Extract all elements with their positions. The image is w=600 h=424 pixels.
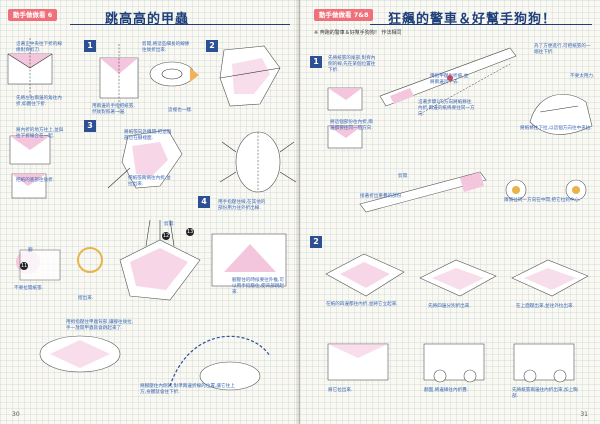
note-12: 用拇指壓住甲蟲背部,讓腳往後拉,手一放開甲蟲就會跳起來了. <box>66 320 134 331</box>
box-fold-diagram-b <box>419 259 497 297</box>
right-step-2: 2 <box>310 236 322 248</box>
note-4: 將內折的地方往上,並與往下折線合在一起. <box>16 128 64 139</box>
step-arrow-1 <box>190 68 199 82</box>
note-9: 把紙張兩側往內折,並拉出來. <box>128 176 171 187</box>
left-step-4: 4 <box>198 196 210 208</box>
note-7: 腳 <box>28 248 33 253</box>
note-6: 用兩邊的手指把紙張,然後對照著一邊. <box>92 104 135 115</box>
note-r11: 在紙的四邊都往內折,並將它立起來. <box>326 302 398 307</box>
finished-car-diagrams <box>327 343 575 383</box>
left-diagram-a <box>7 38 53 98</box>
note-r13: 在上面壓出來,並往外拉出來. <box>516 304 575 309</box>
note-r6: 用指甲壓出折痕,並將兩邊凹下去. <box>430 74 469 85</box>
paper-strip-diagram <box>379 47 517 115</box>
hand-fold-illustration <box>529 94 593 135</box>
left-step-2: 2 <box>206 40 218 52</box>
ring-diagram <box>77 247 103 273</box>
police-car-fold-a <box>327 87 363 149</box>
box-fold-diagram-a <box>325 253 405 297</box>
note-10: 這裡也一樣. <box>168 108 193 113</box>
note-15: 摺出來. <box>78 296 94 301</box>
right-page-number: 31 <box>580 411 588 418</box>
left-step-1: 1 <box>84 40 96 52</box>
circled-11: 11 <box>20 262 28 270</box>
circled-12: 12 <box>162 232 170 240</box>
note-r8: 將紙條往下拉,以這個方向往中央拉. <box>520 126 592 131</box>
note-17: 腳壓住的時候要往外推,可以用手指壓住,使背部跳起來. <box>232 278 284 295</box>
left-section-tag: 動手做做看 6 <box>8 9 58 21</box>
left-page-number: 30 <box>12 411 20 418</box>
left-diagram-b <box>9 135 51 199</box>
note-r4: 為了方便進行,可把紙張的一端往下折. <box>534 44 591 55</box>
step1-paper-diagram <box>99 44 195 114</box>
note-r5: 不要太用力. <box>570 74 595 79</box>
note-r16: 先將紙張兩邊往內折出來,加上胸部. <box>512 388 578 399</box>
beetle-detail-panel <box>211 233 287 287</box>
note-14: 不要拉開紙張. <box>14 286 44 291</box>
note-r7: 沿著步驟1的方向將紙條往內折,兩邊的紙條要往同一方向. <box>418 100 475 117</box>
note-11: 用手指壓住線,在其他的部份用力往外折出線. <box>218 200 266 211</box>
right-step-1: 1 <box>310 56 322 68</box>
left-page: 動手做做看 6 跳高高的甲蟲 1 2 3 4 沿著正中央往下折的線條對齊剪刀. … <box>0 0 300 424</box>
right-page-title: 狂飆的警車＆好幫手狗狗！ <box>388 12 557 27</box>
step2-beetle-fold <box>219 45 281 107</box>
folded-strip-diagram <box>359 171 487 213</box>
note-5: 把紙的底部往後折. <box>16 178 55 183</box>
right-subtitle: ※ 奔跑的警車＆好幫手狗狗！ 作法相同 <box>314 30 402 36</box>
beetle-body-diagram <box>119 219 201 301</box>
right-page: 動手做做看 7&8 狂飆的警車＆好幫手狗狗！ ※ 奔跑的警車＆好幫手狗狗！ 作法… <box>300 0 600 424</box>
left-step-3: 3 <box>84 120 96 132</box>
circled-13: 13 <box>186 228 194 236</box>
note-r12: 先將四邊分別折出來. <box>428 304 471 309</box>
beetle-jump-illustration <box>39 335 271 391</box>
note-r1: 先將紙張的尾部,對齊內側的線,先在某個位置往下折. <box>328 56 376 73</box>
box-fold-diagram-c <box>511 259 589 297</box>
note-16: 將腳壓住內側的,對準兩邊折線的位置,讓它往上方,身體就會往下折. <box>140 384 235 395</box>
note-r14: 將它拉出來. <box>328 388 353 393</box>
wheel-roll-diagram <box>505 179 587 201</box>
note-3: 剪開,將這些細長的線條往後折出來. <box>142 42 190 53</box>
right-section-tag: 動手做做看 7&8 <box>314 9 374 21</box>
left-page-title: 跳高高的甲蟲 <box>105 12 190 27</box>
left-title-rule <box>70 24 290 25</box>
right-title-rule <box>370 24 592 25</box>
note-r10: 兩側往同一方向在中間,把它拉到中心. <box>504 198 581 203</box>
note-r15: 翻面,將邊緣往內折疊. <box>424 388 469 393</box>
beetle-outline-diagram <box>219 131 297 193</box>
step3-fold-diagram <box>107 129 183 189</box>
note-r3: 將這個部份往內折,兩邊都要往同一個方向. <box>330 120 373 131</box>
note-1: 沿著正中央往下折的線條對齊剪刀. <box>16 42 62 53</box>
note-r2: 接著折出重疊的部份. <box>360 194 403 199</box>
note-13: 剪開. <box>164 222 175 227</box>
note-r9: 剪開. <box>398 174 409 179</box>
note-2: 先將左右兩邊的角往內折,如圖往下折. <box>16 96 62 107</box>
note-8: 將紙張向外攤開,把這個部位在腳裡面. <box>124 130 172 141</box>
